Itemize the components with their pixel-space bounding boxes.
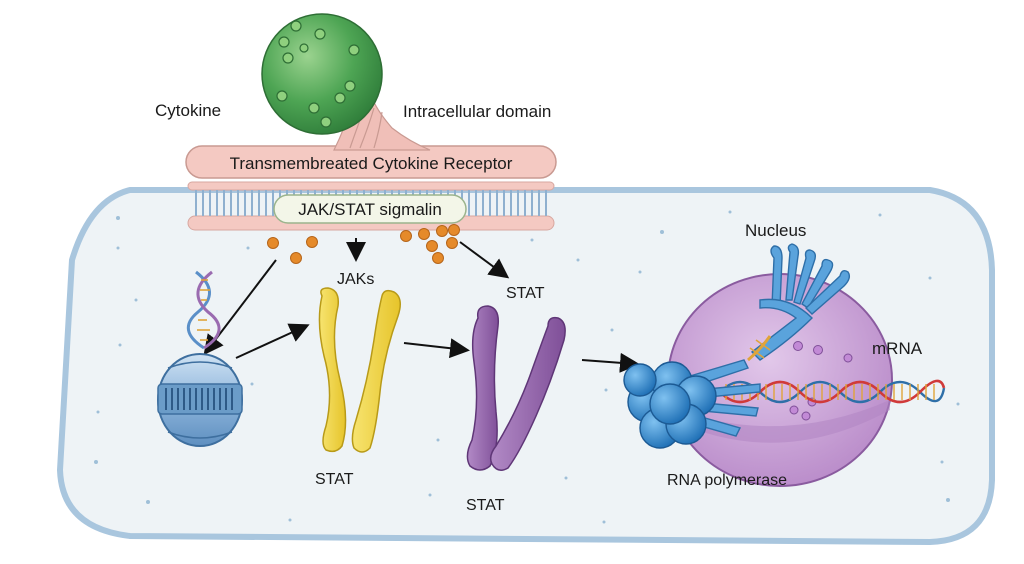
dna-helix-icon xyxy=(187,270,221,350)
arrow-stat-to-nucleus xyxy=(581,352,640,373)
label-stat-top: STAT xyxy=(506,285,545,302)
stat-purple-pair xyxy=(466,305,566,471)
rna-polymerase xyxy=(623,359,761,449)
label-intracellular-domain: Intracellular domain xyxy=(403,102,551,121)
label-rna-polymerase: RNA polymerase xyxy=(667,472,787,489)
label-cytokine: Cytokine xyxy=(155,101,221,120)
label-mrna: mRNA xyxy=(872,339,923,358)
label-jaks: JAKs xyxy=(337,271,374,288)
label-receptor: Transmembreated Cytokine Receptor xyxy=(230,154,513,173)
stat-yellow-pair xyxy=(318,287,401,453)
label-stat-yellow: STAT xyxy=(315,471,354,488)
label-jakstat-box: JAK/STAT sigmalin xyxy=(298,200,442,219)
arrow-barrel-to-jak xyxy=(235,323,310,359)
nuclear-receptor-tubes xyxy=(750,243,851,361)
jakstat-box xyxy=(273,194,467,224)
phosphate-groups xyxy=(267,224,460,264)
label-nucleus: Nucleus xyxy=(745,221,806,240)
arrow-jak-to-stat xyxy=(403,338,470,359)
cytoplasm-speckles xyxy=(94,210,960,524)
barrel-protein-icon xyxy=(157,353,243,447)
arrow-to-stat-top xyxy=(459,241,510,279)
cytokine-sphere xyxy=(261,13,383,135)
label-stat-purple: STAT xyxy=(466,497,505,514)
